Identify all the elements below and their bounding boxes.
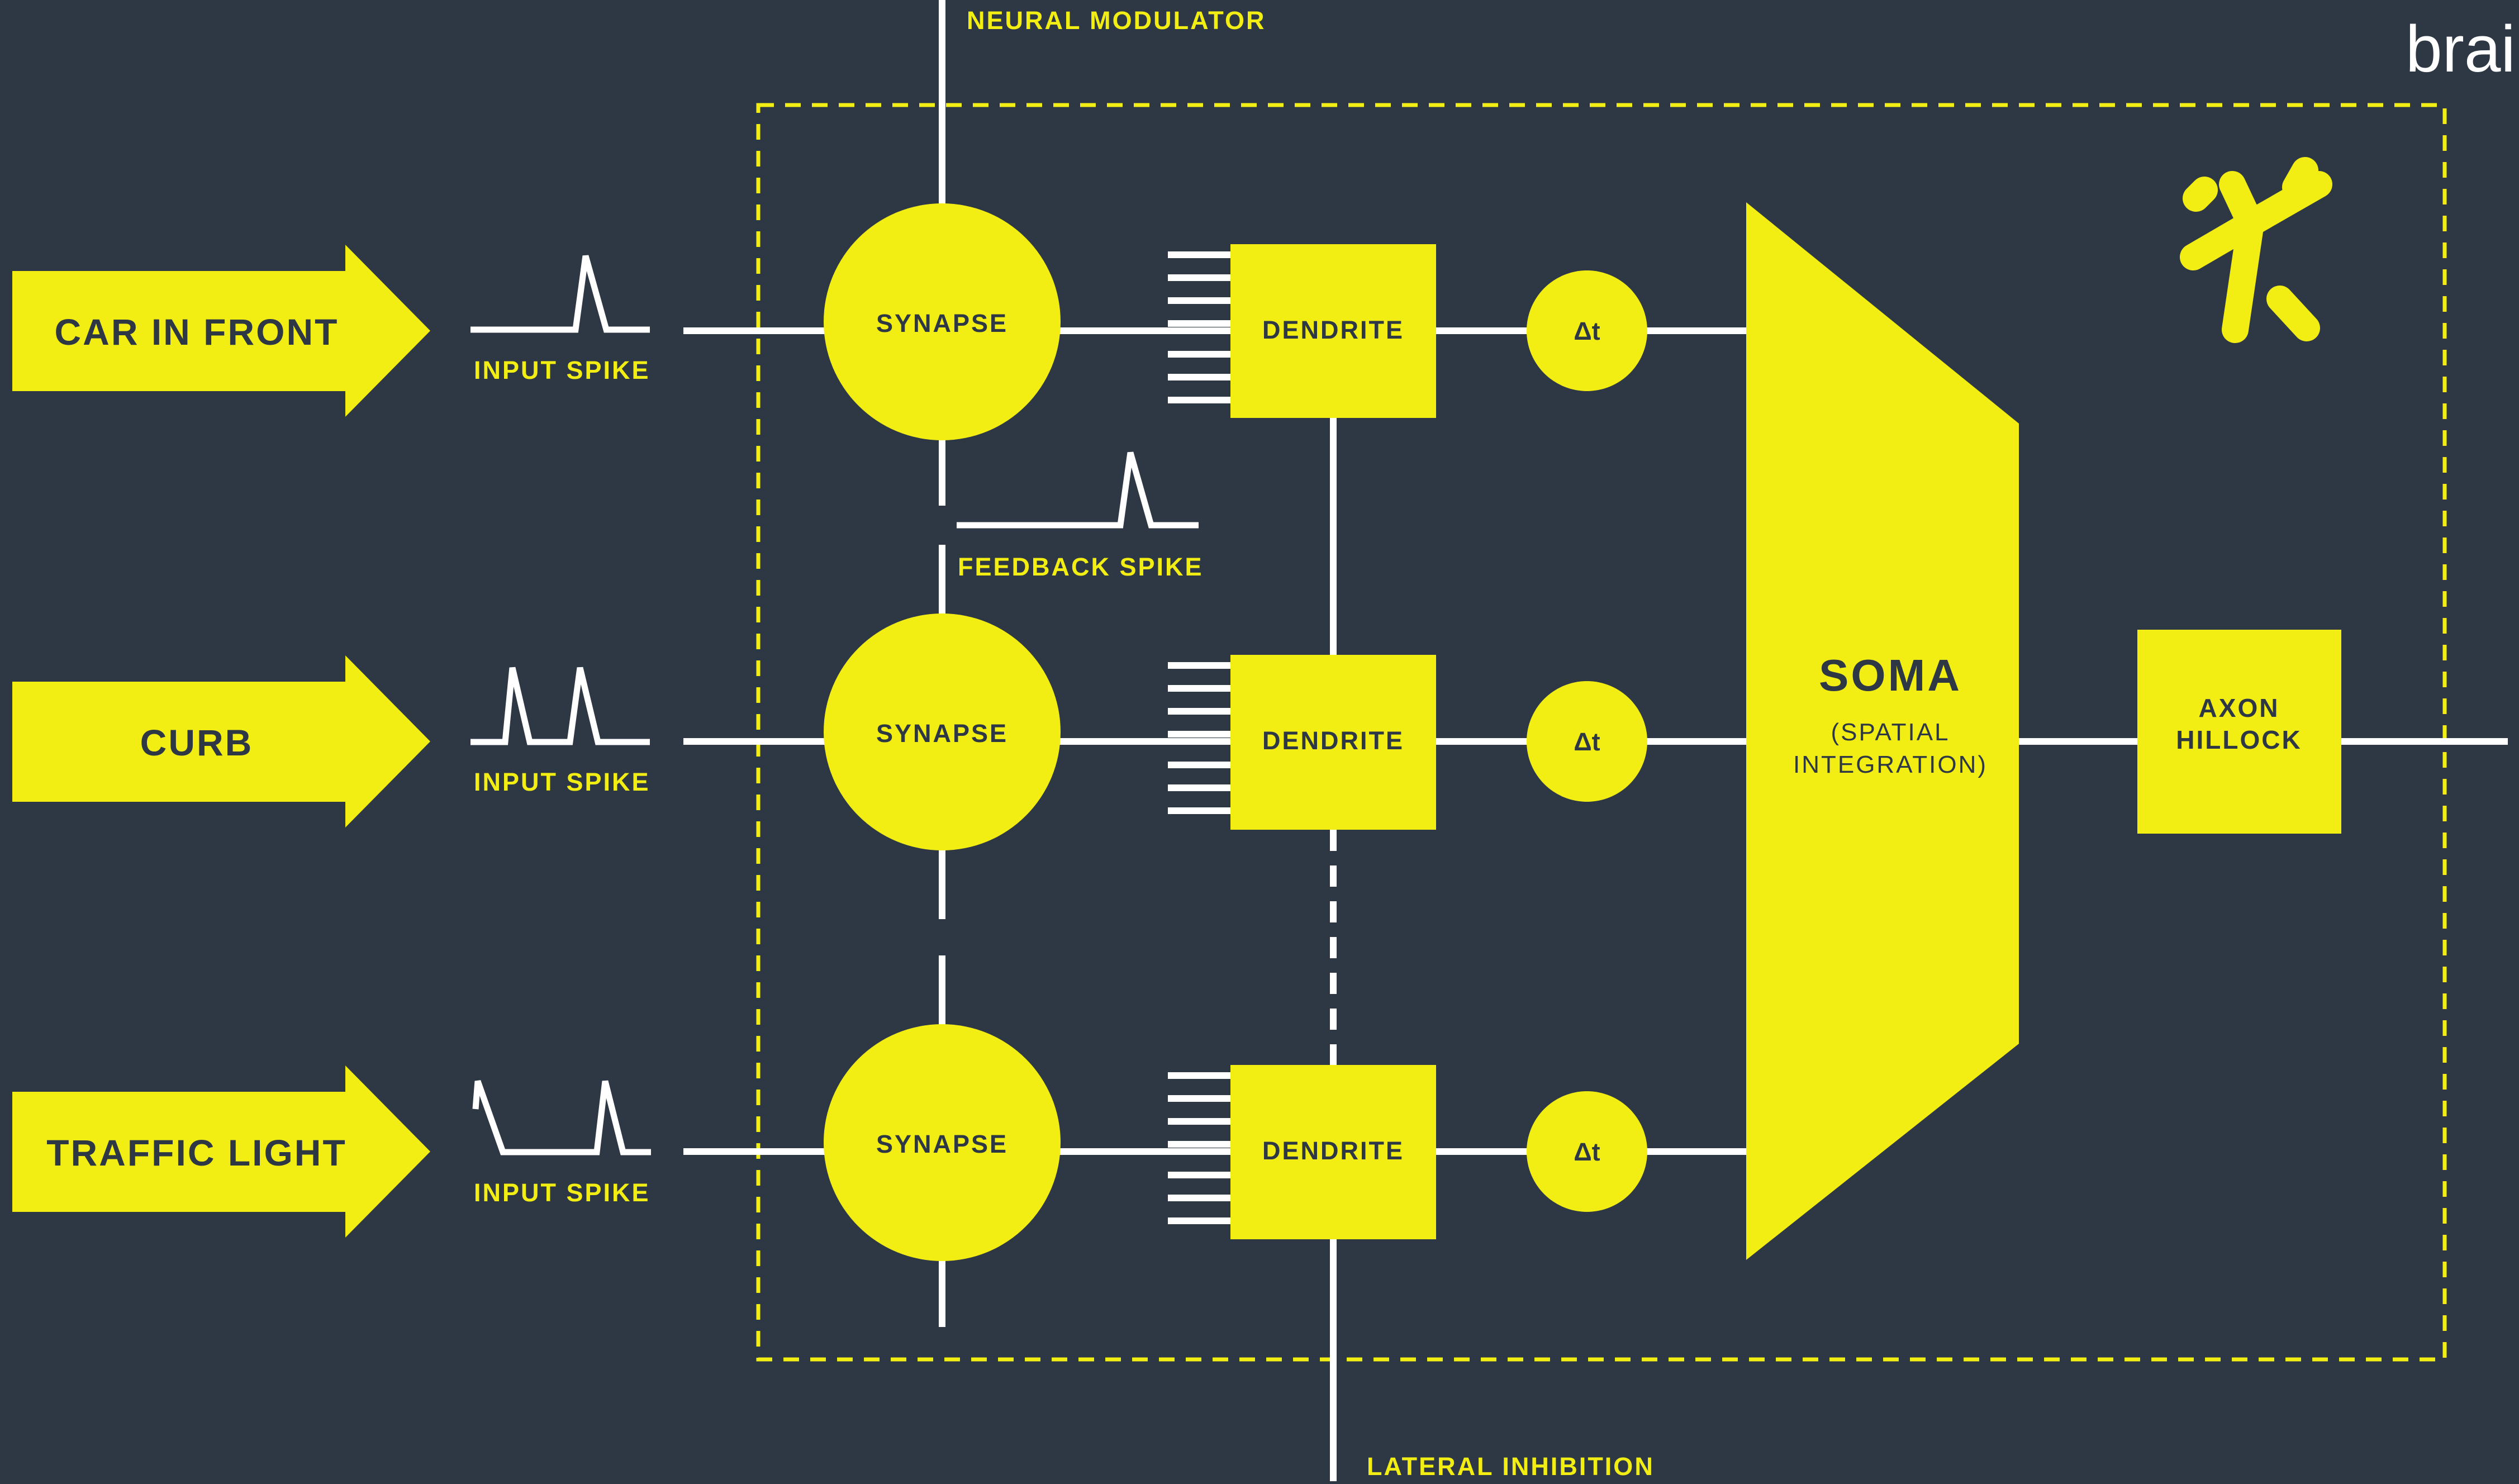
delay-label: Δt <box>1574 727 1600 756</box>
neuron-boundary <box>756 103 2447 1362</box>
dendrite-label: DENDRITE <box>1262 1136 1404 1165</box>
feedback-spike-label: FEEDBACK SPIKE <box>958 553 1204 581</box>
brain-corp-logo-icon <box>2180 157 2332 343</box>
delay-3: Δt <box>1527 1091 1647 1212</box>
dendrite-2: DENDRITE <box>1230 655 1436 830</box>
input-label-curb: CURB <box>140 722 254 763</box>
dendrite-comb-2 <box>1168 662 1230 814</box>
axon-hillock-label-1: AXON <box>2199 693 2280 722</box>
lateral-inhibition-label: LATERAL INHIBITION <box>1367 1452 1655 1481</box>
dendrite-comb-3 <box>1168 1072 1230 1224</box>
input-spike-label-2: INPUT SPIKE <box>474 768 650 796</box>
dendrite-label: DENDRITE <box>1262 726 1404 755</box>
synapse-label: SYNAPSE <box>876 719 1008 748</box>
synapse-label: SYNAPSE <box>876 309 1008 337</box>
delay-1: Δt <box>1527 270 1647 391</box>
synapse-3: SYNAPSE <box>824 1024 1061 1261</box>
axon-hillock-label-2: HILLOCK <box>2176 725 2302 754</box>
soma-title: SOMA <box>1819 650 1962 700</box>
soma-subtitle-1: (SPATIAL <box>1831 719 1950 746</box>
input-spike-wave-3 <box>472 1080 651 1155</box>
feedback-spike-wave <box>957 451 1199 529</box>
delay-label: Δt <box>1574 1138 1600 1166</box>
brand-wordmark: brair <box>2406 12 2519 86</box>
dendrite-3: DENDRITE <box>1230 1065 1436 1239</box>
synapse-2: SYNAPSE <box>824 613 1061 850</box>
input-arrow-curb: CURB <box>12 655 430 827</box>
neural-modulator-label: NEURAL MODULATOR <box>967 6 1266 35</box>
delay-label: Δt <box>1574 317 1600 345</box>
input-arrow-car: CAR IN FRONT <box>12 245 430 417</box>
input-spike-label-3: INPUT SPIKE <box>474 1178 650 1207</box>
dendrite-1: DENDRITE <box>1230 244 1436 418</box>
input-spike-wave-2 <box>470 667 650 745</box>
input-label-traffic-light: TRAFFIC LIGHT <box>46 1132 347 1173</box>
dendrite-comb-1 <box>1168 251 1230 403</box>
synapse-1: SYNAPSE <box>824 203 1061 440</box>
delay-2: Δt <box>1527 681 1647 802</box>
axon-hillock: AXON HILLOCK <box>2137 630 2341 834</box>
input-spike-label-1: INPUT SPIKE <box>474 356 650 384</box>
input-label-car: CAR IN FRONT <box>55 311 339 353</box>
soma: SOMA (SPATIAL INTEGRATION) <box>1746 202 2019 1260</box>
soma-subtitle-2: INTEGRATION) <box>1793 751 1988 778</box>
input-arrow-traffic-light: TRAFFIC LIGHT <box>12 1066 430 1238</box>
input-spike-wave-1 <box>470 255 650 333</box>
synapse-label: SYNAPSE <box>876 1130 1008 1158</box>
dendrite-label: DENDRITE <box>1262 316 1404 344</box>
